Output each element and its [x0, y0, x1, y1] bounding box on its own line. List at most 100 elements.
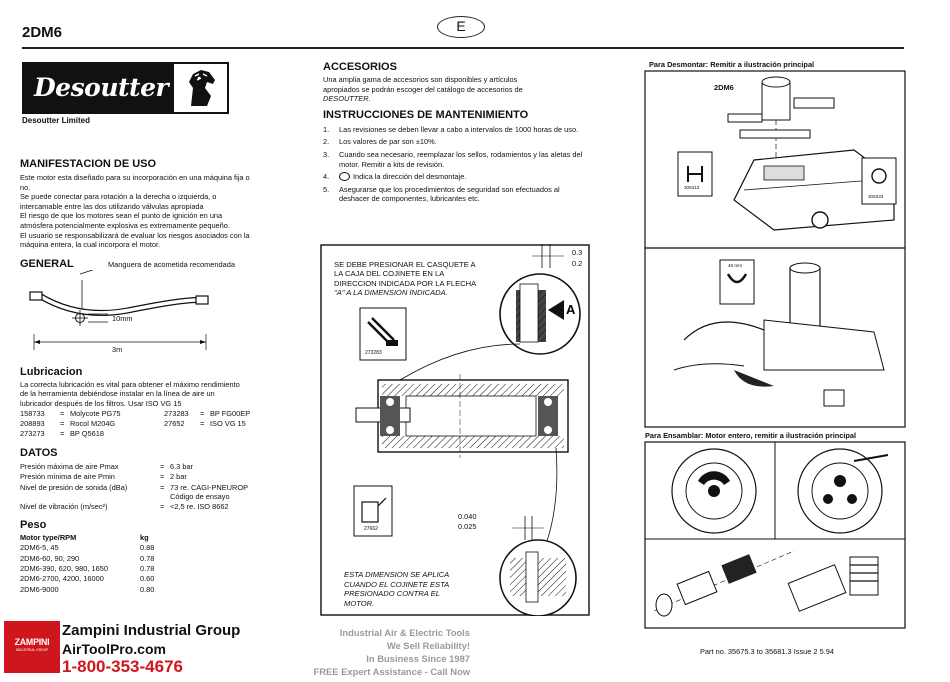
datos-heading: DATOS: [20, 446, 58, 459]
table-row: Nivel de vibración (m/sec²) = <2,5 re. I…: [20, 502, 248, 512]
motor-weight: 0.80: [140, 584, 155, 594]
item-number: 5.: [323, 184, 330, 194]
motor-type: 2DM6-390, 620, 980, 1650: [20, 564, 108, 573]
hose-label: Manguera de acometida recomendada: [108, 259, 235, 269]
motor-type: 2DM6-60, 90, 290: [20, 553, 80, 563]
dimension-value: 0.3: [572, 248, 583, 257]
item-number: 4.: [323, 172, 330, 182]
lubricant-code: 158733: [20, 408, 45, 418]
list-item: 5.Asegurarse que los procedimientos de s…: [323, 185, 585, 204]
manifestacion-text: Este motor esta diseñado para su incorpo…: [20, 173, 295, 250]
accesorios-text: Una amplia gama de accesorios son dispon…: [323, 75, 585, 104]
lubricant-name: BP Q5618: [70, 429, 104, 439]
text-line: La correcta lubricación es vital para ob…: [20, 379, 240, 389]
text-line: DESOUTTER.: [323, 94, 371, 104]
text-line: CUANDO EL COJINETE ESTA: [344, 579, 450, 589]
table-row: Nivel de presión de sonida (dBa) = 73 re…: [20, 482, 249, 501]
peso-col-header: Motor type/RPM: [20, 532, 77, 542]
text-line: máquina entera, la cual incorpora el mot…: [20, 240, 161, 250]
lubricant-code: 273273: [20, 429, 45, 439]
page-letter-badge: E: [437, 16, 485, 38]
item-text: Cuando sea necesario, reemplazar los sel…: [339, 149, 583, 169]
text-line: El usuario se responsabilizará de evalua…: [20, 230, 250, 240]
tagline: Industrial Air & Electric Tools: [339, 627, 470, 638]
motor-type: 2DM6-9000: [20, 584, 59, 594]
company-name: Desoutter Limited: [22, 116, 91, 125]
lubricant-code: 273283: [164, 408, 189, 418]
motor-type: 2DM6-5, 45: [20, 543, 59, 553]
part-number-label: 306333: [868, 194, 884, 199]
lubricant-name: Rocol M204G: [70, 418, 116, 428]
item-text: Las revisiones se deben llevar a cabo a …: [339, 124, 579, 134]
horse-head-icon: [174, 64, 227, 112]
table-row: Presión mínima de aire Pmin = 2 bar: [20, 472, 248, 482]
assembly-drawing: [644, 441, 906, 629]
table-row: 273273 = BP Q5618: [20, 429, 250, 439]
lubricant-name: ISO VG 15: [210, 418, 246, 428]
dealer-phone[interactable]: 1-800-353-4676: [62, 657, 183, 676]
text-line: intercamable entre las dos utilizando vá…: [20, 201, 204, 211]
motor-weight: 0.78: [140, 553, 155, 563]
datos-label: Presión máxima de aire Pmax: [20, 461, 119, 471]
dealer-website[interactable]: AirToolPro.com: [62, 641, 166, 657]
bearing-drawing: A: [320, 244, 590, 617]
zampini-logo: ZAMPINI INDUSTRIAL GROUP: [4, 621, 60, 673]
accesorios-heading: ACCESORIOS: [323, 61, 397, 73]
table-row: Presión máxima de aire Pmax = 6.3 bar: [20, 462, 248, 472]
desmontar-caption: Para Desmontar: Remitir a ilustración pr…: [649, 60, 815, 69]
item-number: 2.: [323, 137, 330, 147]
part-number-label: 27662: [364, 526, 378, 532]
disassembly-drawing: [644, 70, 906, 428]
item-number: 3.: [323, 149, 330, 159]
diameter-dimension: 10mm: [112, 313, 133, 323]
text-line: MOTOR.: [344, 598, 375, 608]
wrench-size-label: 46 mm: [728, 263, 743, 268]
text-line: lubricador después de los filtros. Usar …: [20, 398, 182, 408]
table-row: 158733 = Molycote PG75 273283 = BP FG00E…: [20, 408, 251, 418]
bearing-cross-section-figure: A SE DE: [320, 244, 590, 617]
text-line: LA CAJA DEL COJINETE EN LA: [334, 269, 445, 279]
press-note-top: SE DEBE PRESIONAR EL CASQUETE A LA CAJA …: [334, 260, 476, 298]
table-row: 2DM6-9000 0.80: [20, 585, 154, 595]
desoutter-logo: Desoutter: [22, 62, 229, 114]
datos-label: Nivel de vibración (m/sec²): [20, 502, 108, 512]
datos-value: 73 re. CAGI-PNEUROP: [170, 482, 249, 492]
motor-weight: 0.88: [140, 543, 155, 553]
general-heading: GENERAL: [20, 257, 74, 270]
list-item: 1.Las revisiones se deben llevar a cabo …: [323, 125, 585, 135]
mantenimiento-heading: INSTRUCCIONES DE MANTENIMIENTO: [323, 108, 529, 121]
datos-note: Código de ensayo: [170, 491, 230, 501]
top-dimension: 0.3 0.2: [572, 247, 582, 269]
text-line: Este motor esta diseñado para su incorpo…: [20, 173, 250, 182]
logo-wordmark: Desoutter: [24, 64, 174, 112]
text-line: atmósfera potencialmente explosiva es ex…: [20, 220, 230, 230]
length-dimension: 3m: [112, 344, 123, 354]
lubricant-code: 208893: [20, 418, 45, 428]
lubricant-name: Molycote PG75: [70, 408, 121, 418]
manifestacion-heading: MANIFESTACION DE USO: [20, 158, 157, 170]
model-label: 2DM6: [714, 83, 734, 92]
zampini-logo-subtext: INDUSTRIAL GROUP: [15, 648, 49, 652]
lubricant-name: BP FG00EP: [210, 408, 251, 418]
dimension-value: 0.025: [458, 521, 477, 531]
bottom-dimension: 0.040 0.025: [458, 512, 477, 531]
list-item: 3. Cuando sea necesario, reemplazar los s…: [323, 150, 585, 169]
left-column: MANIFESTACION DE USO Este motor esta dis…: [20, 158, 295, 595]
table-row: 208893 = Rocol M204G 27652 = ISO VG 15: [20, 419, 250, 429]
maintenance-list: 1.Las revisiones se deben llevar a cabo …: [323, 125, 585, 204]
model-code: 2DM6: [22, 24, 63, 41]
lubricant-code: 27652: [164, 418, 185, 428]
item-text: Los valores de par son ±10%.: [339, 137, 437, 147]
peso-heading: Peso: [20, 518, 47, 531]
press-note-bottom: ESTA DIMENSION SE APLICA CUANDO EL COJIN…: [344, 570, 449, 608]
part-number-label: 306313: [684, 185, 700, 190]
datos-value: 6.3 bar: [170, 461, 194, 471]
tagline: In Business Since 1987: [366, 653, 470, 664]
datos-label: Presión mínima de aire Pmin: [20, 472, 115, 482]
text-line: SE DEBE PRESIONAR EL CASQUETE A: [334, 260, 476, 269]
dimension-value: 0.040: [458, 512, 477, 521]
lubricacion-heading: Lubricacion: [20, 365, 83, 378]
